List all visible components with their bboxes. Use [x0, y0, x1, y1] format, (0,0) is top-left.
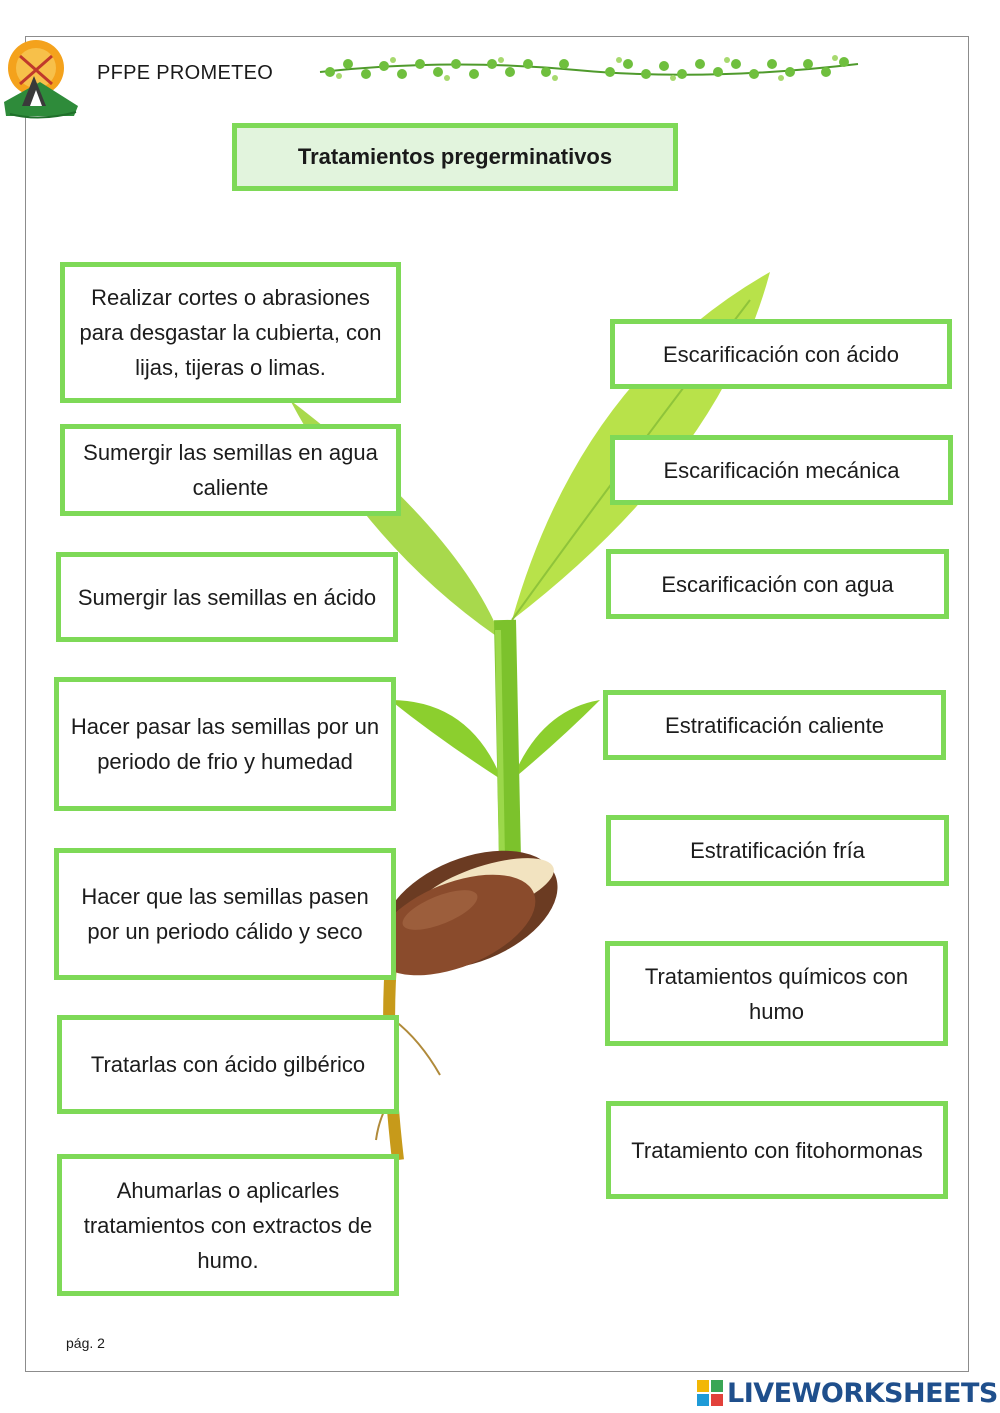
right-card-7[interactable]: Tratamiento con fitohormonas: [606, 1101, 948, 1199]
liveworksheets-logo[interactable]: LIVEWORKSHEETS: [697, 1377, 998, 1409]
vine-decoration-icon: [319, 55, 859, 81]
liveworksheets-brand-text: LIVEWORKSHEETS: [727, 1377, 998, 1409]
right-card-6[interactable]: Tratamientos químicos con humo: [605, 941, 948, 1046]
right-card-1[interactable]: Escarificación con ácido: [610, 319, 952, 389]
left-card-6[interactable]: Tratarlas con ácido gilbérico: [57, 1015, 399, 1114]
left-card-5[interactable]: Hacer que las semillas pasen por un peri…: [54, 848, 396, 980]
right-card-5[interactable]: Estratificación fría: [606, 815, 949, 886]
left-card-7[interactable]: Ahumarlas o aplicarles tratamientos con …: [57, 1154, 399, 1296]
page-number: pág. 2: [66, 1335, 105, 1351]
right-card-2[interactable]: Escarificación mecánica: [610, 435, 953, 505]
right-card-3[interactable]: Escarificación con agua: [606, 549, 949, 619]
page-title: Tratamientos pregerminativos: [232, 123, 678, 191]
left-card-4[interactable]: Hacer pasar las semillas por un periodo …: [54, 677, 396, 811]
school-name: PFPE PROMETEO: [97, 62, 274, 84]
left-card-1[interactable]: Realizar cortes o abrasiones para desgas…: [60, 262, 401, 403]
school-logo-icon: [4, 40, 78, 119]
liveworksheets-grid-icon: [697, 1380, 723, 1406]
page-frame: [25, 36, 969, 1372]
right-card-4[interactable]: Estratificación caliente: [603, 690, 946, 760]
left-card-3[interactable]: Sumergir las semillas en ácido: [56, 552, 398, 642]
left-card-2[interactable]: Sumergir las semillas en agua caliente: [60, 424, 401, 516]
